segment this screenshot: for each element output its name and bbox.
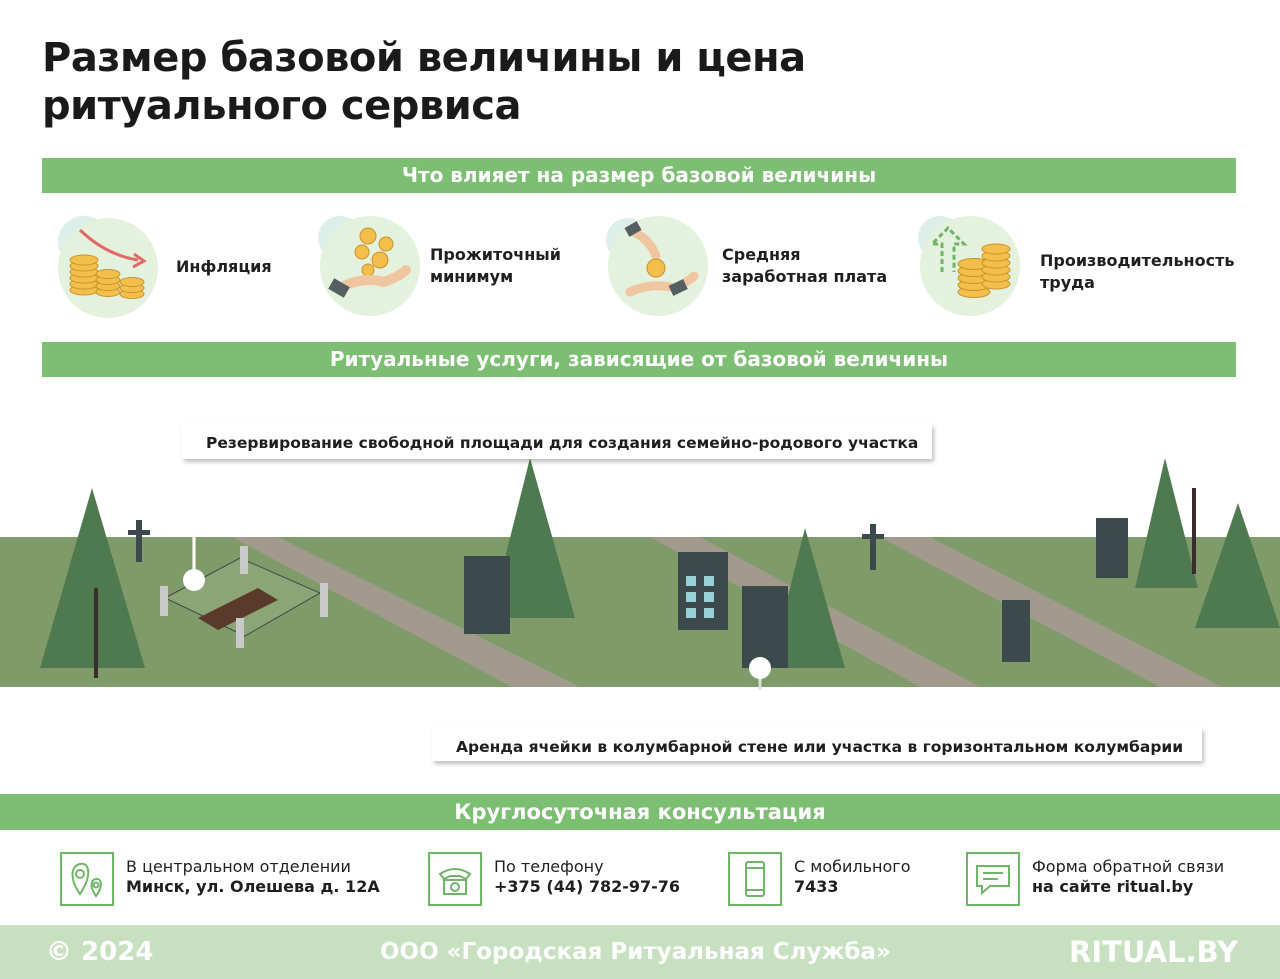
factor-label: Прожиточный минимум [430,245,561,286]
columbarium-cells [686,576,714,618]
contact-feedback[interactable]: Форма обратной связи на сайте ritual.by [966,852,1236,906]
factor-label: Средняя заработная плата [722,245,888,286]
grass-ground [0,537,1280,687]
contact-feedback-line1: Форма обратной связи [1032,857,1225,876]
contact-mobile[interactable]: С мобильного 7433 [728,852,948,906]
coins-inflation-icon [58,216,158,318]
telephone-icon [428,852,482,906]
callout-marker [183,569,205,591]
footer-organization: ООО «Городская Ритуальная Служба» [380,939,891,965]
location-pin-icon [60,852,114,906]
contact-phone-number[interactable]: +375 (44) 782-97-76 [494,877,681,896]
factor-label: Инфляция [176,257,272,276]
factor-labor-productivity: Производительность труда [910,210,1240,325]
footer-copyright: © 2024 [46,937,154,967]
fir-trees [40,458,1280,668]
stone-path [232,537,580,687]
hand-coins-icon [318,216,420,316]
mobile-phone-icon [728,852,782,906]
callout-marker [749,657,771,679]
factor-label: Производительность труда [1040,251,1235,292]
cemetery-illustration [0,458,1280,690]
factor-inflation: Инфляция [46,210,286,325]
footer-brand-link[interactable]: RITUAL.BY [1068,935,1238,969]
page-title: Размер базовой величины и цена ритуально… [42,35,806,129]
street-lamps [94,488,1196,678]
consultation-heading: Круглосуточная консультация [0,794,1280,830]
contact-office-line1: В центральном отделении [126,857,351,876]
contact-mobile-line1: С мобильного [794,857,911,876]
factor-subsistence-minimum: Прожиточный минимум [310,210,580,325]
productivity-arrow-icon [918,216,1020,316]
contact-office-address: Минск, ул. Олешева д. 12А [126,877,380,896]
contact-feedback-site[interactable]: на сайте ritual.by [1032,877,1194,896]
footer: © 2024 ООО «Городская Ритуальная Служба»… [0,925,1280,979]
factor-average-salary: Средняя заработная плата [600,210,890,325]
contact-phone[interactable]: По телефону +375 (44) 782-97-76 [428,852,708,906]
contact-phone-line1: По телефону [494,857,604,876]
chat-message-icon [966,852,1020,906]
contact-office[interactable]: В центральном отделении Минск, ул. Олеше… [60,852,400,906]
contact-mobile-number[interactable]: 7433 [794,877,839,896]
stone-path [880,537,1222,687]
services-heading: Ритуальные услуги, зависящие от базовой … [42,342,1236,377]
salary-coin-icon [606,216,708,316]
callout-columbarium: Аренда ячейки в колумбарной стене или уч… [432,728,1202,761]
factors-heading: Что влияет на размер базовой величины [42,158,1236,193]
callout-reserve-plot: Резервирование свободной площади для соз… [182,424,932,459]
